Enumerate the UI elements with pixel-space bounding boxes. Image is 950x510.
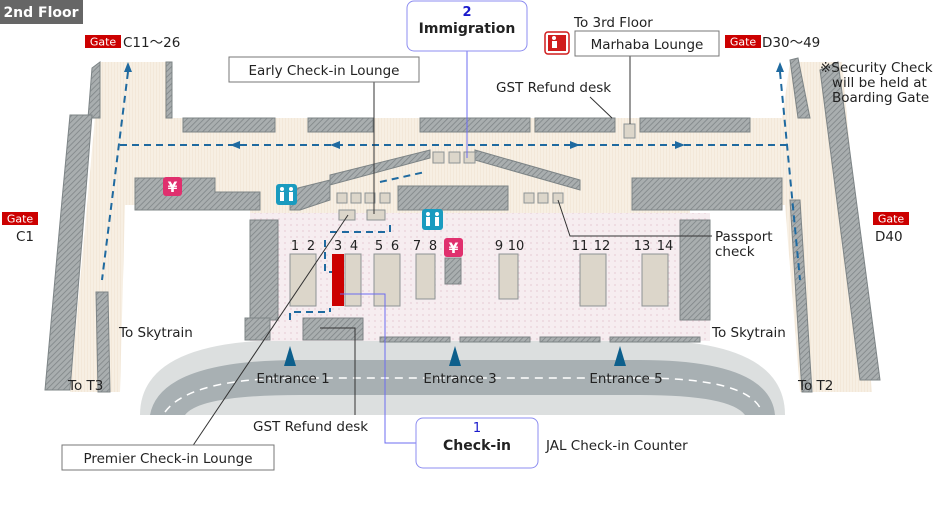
passport-check-label-1: Passport (715, 229, 773, 245)
svg-text:2: 2 (462, 5, 471, 20)
road (150, 360, 775, 415)
yen-icon: ¥ (163, 177, 182, 196)
svg-text:1: 1 (473, 421, 481, 436)
to-skytrain-left: To Skytrain (118, 325, 193, 341)
road-lane (164, 377, 763, 413)
gst-refund-top-label: GST Refund desk (496, 80, 611, 96)
svg-text:12: 12 (594, 239, 611, 254)
yen-icon: ¥ (444, 238, 463, 257)
counter-numbers: 1 2 3 4 5 6 7 8 9 10 11 12 13 14 (291, 239, 673, 254)
gate-c1: Gate C1 (2, 212, 38, 245)
svg-text:10: 10 (508, 239, 525, 254)
entrance-1-label: Entrance 1 (256, 371, 329, 387)
early-checkin-lounge-label[interactable]: Early Check-in Lounge (228, 56, 420, 83)
svg-text:¥: ¥ (449, 241, 459, 257)
lounge-icon (544, 31, 570, 55)
step-immigration[interactable]: 2 Immigration (406, 0, 528, 52)
checkin-counters (289, 123, 669, 307)
gate-d30-49: Gate D30〜49 (725, 35, 820, 51)
svg-text:Immigration: Immigration (419, 21, 516, 37)
svg-text:Marhaba Lounge: Marhaba Lounge (591, 37, 704, 53)
svg-text:4: 4 (350, 239, 358, 254)
svg-text:3: 3 (334, 239, 342, 254)
gate-d40: Gate D40 (873, 212, 909, 245)
toilet-icon (422, 209, 443, 230)
svg-text:C11〜26: C11〜26 (123, 35, 180, 51)
jal-checkin-label: JAL Check-in Counter (545, 438, 688, 454)
floor-label: 2nd Floor (3, 5, 78, 21)
svg-text:7: 7 (413, 239, 421, 254)
svg-text:9: 9 (495, 239, 503, 254)
security-note-line2: will be held at (832, 75, 927, 91)
entrance-5-marker (614, 346, 626, 366)
entrance-3-marker (449, 346, 461, 366)
svg-text:Gate: Gate (7, 213, 34, 226)
to-t2-label: To T2 (797, 378, 833, 394)
svg-text:Gate: Gate (90, 36, 117, 49)
svg-text:14: 14 (657, 239, 674, 254)
security-note-line3: Boarding Gate (832, 90, 929, 106)
jal-counter[interactable] (332, 254, 344, 306)
svg-text:Premier Check-in Lounge: Premier Check-in Lounge (83, 451, 252, 467)
floor-badge (0, 0, 83, 24)
entrance-1-marker (284, 346, 296, 366)
toilet-icon (276, 184, 297, 205)
walls (44, 57, 881, 393)
security-note-line1: ※Security Check (820, 60, 933, 76)
svg-text:5: 5 (375, 239, 383, 254)
svg-text:6: 6 (391, 239, 399, 254)
entrance-3-label: Entrance 3 (423, 371, 496, 387)
gst-refund-bottom-label: GST Refund desk (253, 419, 368, 435)
passport-check-label-2: check (715, 244, 755, 260)
step-checkin[interactable]: 1 Check-in (415, 417, 539, 469)
svg-text:¥: ¥ (168, 180, 178, 196)
svg-text:C1: C1 (16, 229, 34, 245)
svg-text:13: 13 (634, 239, 651, 254)
marhaba-lounge-label[interactable]: Marhaba Lounge (574, 30, 720, 57)
to-t3-label: To T3 (67, 378, 103, 394)
svg-text:1: 1 (291, 239, 299, 254)
svg-text:11: 11 (572, 239, 589, 254)
svg-text:D30〜49: D30〜49 (762, 35, 820, 51)
gate-c11-26: Gate C11〜26 (85, 35, 180, 51)
svg-text:Gate: Gate (878, 213, 905, 226)
svg-text:Check-in: Check-in (443, 438, 511, 454)
svg-text:D40: D40 (875, 229, 903, 245)
svg-text:Early Check-in Lounge: Early Check-in Lounge (249, 63, 400, 79)
svg-text:Gate: Gate (730, 36, 757, 49)
to-3rd-floor-label: To 3rd Floor (573, 15, 653, 31)
svg-text:8: 8 (429, 239, 437, 254)
entrance-5-label: Entrance 5 (589, 371, 662, 387)
to-skytrain-right: To Skytrain (711, 325, 786, 341)
svg-text:2: 2 (307, 239, 315, 254)
flow-arrows (101, 62, 801, 320)
premier-checkin-lounge-label[interactable]: Premier Check-in Lounge (61, 444, 275, 471)
